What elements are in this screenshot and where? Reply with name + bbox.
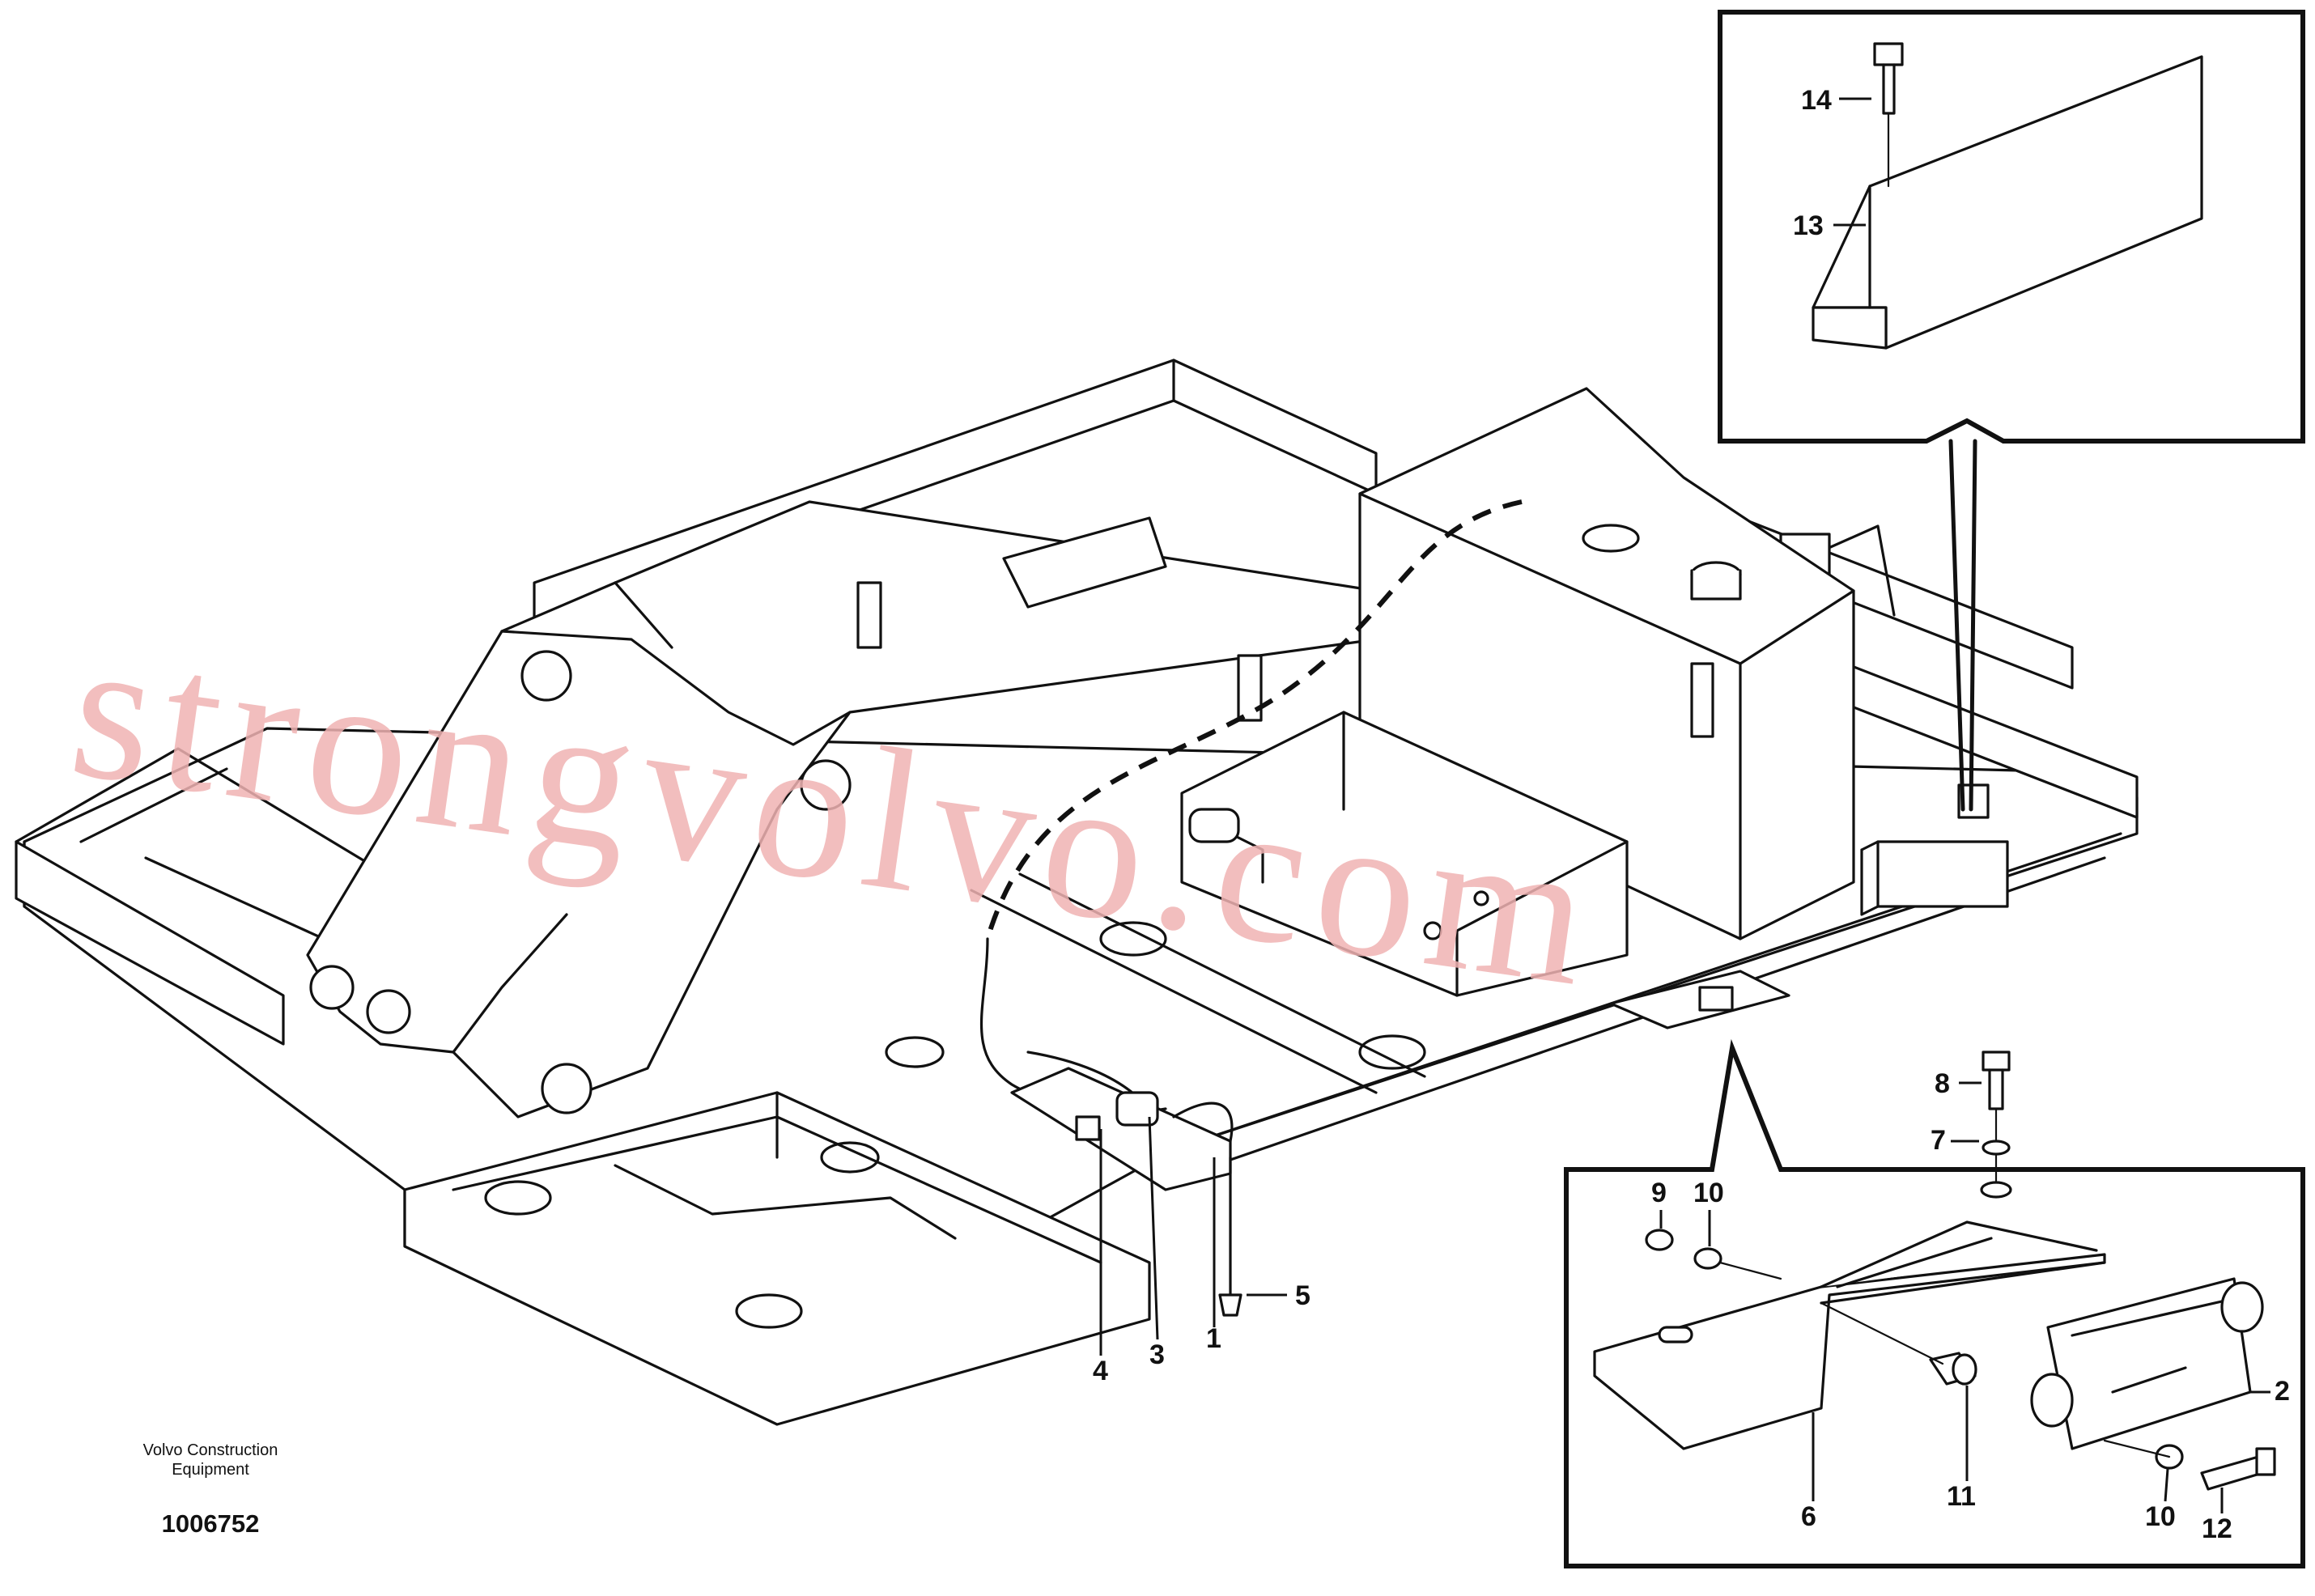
diagram-code: 1006752	[161, 1509, 260, 1538]
boom-support-drawing	[306, 500, 1711, 1118]
tank-drawing	[985, 387, 1855, 997]
callout-5: 5	[1295, 1280, 1310, 1311]
callout-3: 3	[1149, 1339, 1165, 1370]
callout-9: 9	[1651, 1178, 1667, 1208]
inset-sensor-detail	[1564, 1038, 2305, 1568]
callout-14: 14	[1801, 85, 1832, 116]
callout-13: 13	[1793, 210, 1824, 241]
callout-2: 2	[2275, 1376, 2290, 1407]
maker-label: Volvo Construction Equipment	[142, 1441, 278, 1479]
callout-12: 12	[2202, 1513, 2232, 1544]
callout-7: 7	[1931, 1125, 1946, 1156]
callout-10-bottom: 10	[2145, 1501, 2176, 1532]
inset-bracket-detail	[1718, 10, 2305, 812]
callouts: 1 3 4 5 2 6 7 8 9 10 11 10 12 13 14	[1093, 85, 2290, 1544]
callout-8: 8	[1935, 1068, 1950, 1099]
callout-4: 4	[1093, 1356, 1108, 1386]
callout-6: 6	[1801, 1501, 1816, 1532]
callout-11: 11	[1947, 1481, 1976, 1512]
callout-10-top: 10	[1693, 1178, 1724, 1208]
cable-assembly-drawing	[979, 783, 2009, 1317]
callout-1: 1	[1206, 1323, 1221, 1354]
